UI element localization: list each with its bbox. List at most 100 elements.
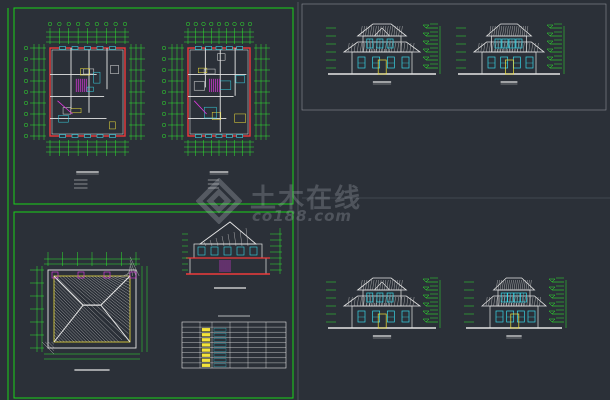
furniture [219,80,232,90]
roof-tile-hatch [485,296,488,307]
lower-window [506,310,515,323]
drain-mark [129,271,137,279]
roof-hip [53,275,84,306]
grid-bubble [23,67,29,73]
grid-bubble [94,21,99,27]
roof-tile-hatch [387,42,390,53]
roof-tile-hatch [53,286,110,343]
grid-bubble [161,122,167,128]
roof-tile-hatch [529,279,532,291]
roof-tile-hatch [374,279,377,291]
level-triangle [422,310,430,315]
annotation-leader [57,100,73,115]
roof-tile-hatch [513,296,516,307]
roof-tile-hatch [400,25,403,37]
window-mark [96,46,104,50]
roof-tile-hatch [360,279,363,291]
lower-roof [342,295,422,307]
roof-tile-hatch [503,42,505,53]
roof-tile-hatch [379,279,382,291]
roof-tile-hatch [388,279,391,291]
roof-tile-hatch [536,296,539,307]
level-triangle [422,40,430,45]
roof-tile-hatch [394,296,396,307]
upper-roof [356,277,408,291]
roof-tile-hatch [53,283,113,343]
roof-tile-hatch [369,279,372,291]
roof-tile-hatch [510,25,513,37]
lower-window [401,56,410,69]
roof-tile-hatch [48,341,55,348]
window-mark [71,46,79,50]
section-window [210,246,219,256]
lower-roof [342,41,422,53]
table-cell-text [201,348,211,352]
roof-tile-hatch [511,279,514,291]
furniture [93,71,101,84]
roof-tile-hatch [531,42,533,53]
level-triangle [548,278,556,283]
roof-tile-hatch [369,25,372,37]
lower-window [372,56,381,69]
roof-tile-hatch [100,275,131,296]
furniture [109,121,116,130]
roof-tile-hatch [412,296,415,307]
roof-tile-hatch [495,25,498,37]
roof-tile-hatch [507,279,510,291]
roof-tile-hatch [521,296,524,307]
roof-tile-hatch [397,296,399,307]
grid-bubble [161,78,167,84]
roof-tile-hatch [350,296,353,307]
section-window [236,246,245,256]
roof-tile-hatch [353,296,356,307]
roof-tile-hatch [363,296,365,307]
roof-tile-hatch [498,296,501,307]
roof-tile-hatch [53,280,116,343]
roof-tile-hatch [493,25,496,37]
grid-bubble [23,89,29,95]
window-mark [84,46,91,50]
roof-tile-hatch [53,321,75,343]
roof-tile-hatch [377,25,379,37]
annotation-leader [193,100,207,115]
roof-tile-hatch [517,279,520,291]
level-triangle [548,302,556,307]
roof-tile-hatch [45,341,55,351]
grid-bubble [161,45,167,51]
roof-tile-hatch [508,42,511,53]
window-mark [205,134,212,138]
grid-bubble [23,133,29,139]
section-window [197,246,206,256]
level-triangle [422,286,430,291]
roof-tile-hatch [528,42,531,53]
roof-tile-hatch [517,25,520,37]
roof-tile-hatch [53,289,107,343]
sheet-frame-roof-section [13,211,294,399]
roof-tile-hatch [511,296,513,307]
legend-table [181,315,287,369]
level-triangle [546,64,554,69]
roof-tile-hatch [372,279,375,291]
roof-tile-hatch [490,296,493,307]
table-cell-text [213,338,227,342]
level-triangle [548,310,556,315]
table-cell-text [213,353,227,357]
roof-tile-hatch [59,275,126,337]
roof-tile-hatch [75,275,131,321]
roof-tile-hatch [501,279,504,291]
grid-bubble [161,111,167,117]
grid-bubble [57,21,62,27]
grid-bubble [23,45,29,51]
section-view [182,221,282,289]
roof-tile-hatch [489,25,492,37]
roof-tile-hatch [391,296,393,307]
grid-bubble [23,122,29,128]
roof-tile-hatch [53,334,62,343]
left-elevation [326,277,441,339]
roof-tile-hatch [525,42,528,53]
roof-tile-hatch [526,25,529,37]
roof-tile-hatch [350,42,353,53]
furniture [217,53,226,61]
roof-tile-hatch [400,42,402,53]
grid-bubble [224,21,229,27]
